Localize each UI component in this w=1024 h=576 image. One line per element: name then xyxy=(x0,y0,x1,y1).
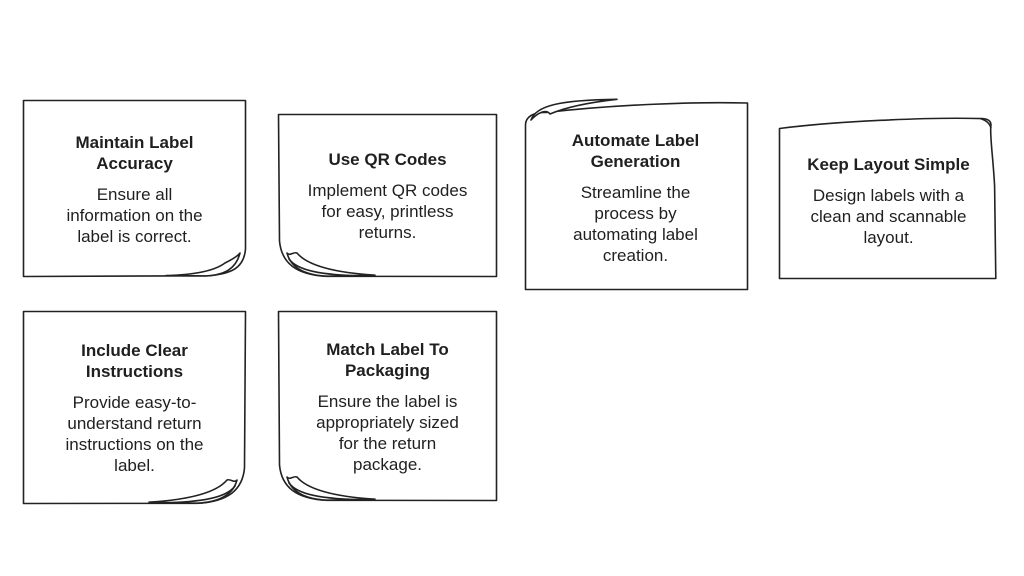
sticky-note-shape xyxy=(277,113,498,278)
note-title: Match Label To Packaging xyxy=(326,339,449,380)
page-curl-fold-line xyxy=(980,117,992,129)
note-title: Maintain Label Accuracy xyxy=(75,132,194,173)
note-title: Keep Layout Simple xyxy=(807,154,970,174)
note-body-text: Ensure all information on the label is c… xyxy=(66,184,203,246)
note-body-text: Design labels with a clean and scannable… xyxy=(810,185,967,247)
sticky-note-shape xyxy=(277,310,498,502)
note-body-text: Implement QR codes for easy, printless r… xyxy=(307,181,468,242)
note-content: Match Label To Packaging Ensure the labe… xyxy=(277,310,498,503)
note-title: Use QR Codes xyxy=(328,150,447,169)
sticky-note-shape xyxy=(524,98,749,291)
note-outline xyxy=(524,101,749,291)
note-card: Automate Label Generation Streamline the… xyxy=(522,98,749,291)
note-body-text: Provide easy-to-understand return instru… xyxy=(65,393,204,475)
note-title: Automate Label Generation xyxy=(571,131,700,171)
note-content: Include Clear Instructions Provide easy-… xyxy=(22,310,247,506)
note-content: Maintain Label Accuracy Ensure all infor… xyxy=(22,99,247,279)
sticky-note-shape xyxy=(22,310,247,505)
sticky-note-shape xyxy=(778,117,997,280)
page-curl xyxy=(165,252,241,277)
page-curl-fold-line xyxy=(288,482,370,501)
note-card: Maintain Label Accuracy Ensure all infor… xyxy=(22,99,247,279)
note-card: Match Label To Packaging Ensure the labe… xyxy=(277,310,498,503)
note-content: Use QR Codes Implement QR codes for easy… xyxy=(277,113,498,279)
note-title: Include Clear Instructions xyxy=(81,341,188,381)
note-card: Use QR Codes Implement QR codes for easy… xyxy=(277,113,498,279)
note-card: Keep Layout Simple Design labels with a … xyxy=(778,114,999,281)
note-content: Keep Layout Simple Design labels with a … xyxy=(778,114,999,281)
note-card: Include Clear Instructions Provide easy-… xyxy=(22,310,247,506)
note-content: Automate Label Generation Streamline the… xyxy=(522,99,749,291)
page-curl xyxy=(530,98,618,121)
page-curl-fold-line xyxy=(288,258,366,277)
note-body-text: Streamline the process by automating lab… xyxy=(573,183,698,265)
note-body-text: Ensure the label is appropriately sized … xyxy=(316,391,459,474)
sticky-note-shape xyxy=(22,99,247,278)
page-curl-fold-line xyxy=(158,485,236,504)
note-outline xyxy=(778,117,997,280)
